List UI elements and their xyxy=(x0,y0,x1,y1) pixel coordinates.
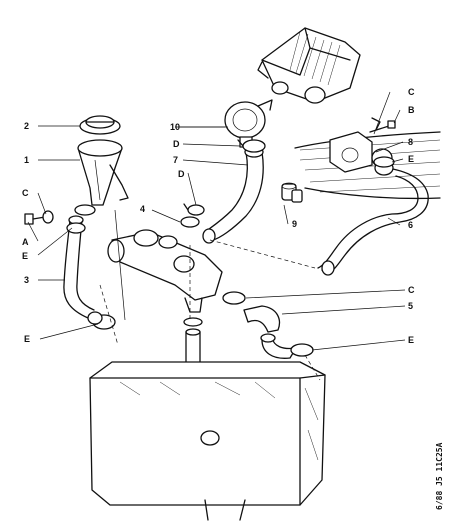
filler-neck-part-1 xyxy=(77,139,129,206)
callout-4: 4 xyxy=(140,204,145,214)
callout-c-right: C xyxy=(408,285,415,295)
plug-part-9 xyxy=(281,182,303,203)
callout-d-lower: D xyxy=(178,169,185,179)
hose-clamp-e-bottom-left xyxy=(87,311,116,330)
callout-10: 10 xyxy=(170,122,180,132)
hose-clamp-part-4 xyxy=(180,216,200,228)
hose-clamp-c-right xyxy=(222,291,246,305)
callout-e-right-top: E xyxy=(408,154,414,164)
callout-5: 5 xyxy=(408,301,413,311)
callout-e-bottom: E xyxy=(24,334,30,344)
hose-clamp-d-lower xyxy=(183,203,205,216)
hose-clamp-e-right-bottom xyxy=(290,343,314,357)
hose-clamp-c-left xyxy=(74,204,96,216)
hose-part-3 xyxy=(63,215,95,319)
hose-part-5 xyxy=(243,305,297,359)
engine-block xyxy=(89,361,326,521)
callout-2: 2 xyxy=(24,121,29,131)
callout-7: 7 xyxy=(173,155,178,165)
callout-e-left: E xyxy=(22,251,28,261)
callout-1: 1 xyxy=(24,155,29,165)
callout-c-top: C xyxy=(408,87,415,97)
callout-3: 3 xyxy=(24,275,29,285)
assembly-guide-lines xyxy=(99,209,321,381)
water-pipe-part-4 xyxy=(107,229,223,313)
intake-manifold-housing xyxy=(257,27,361,104)
hose-clamp-e-right xyxy=(373,156,395,168)
bolt-part-b xyxy=(369,120,396,133)
hose-part-7 xyxy=(202,146,264,244)
hose-clamp-e-left xyxy=(66,222,86,234)
callout-leaders xyxy=(27,91,406,351)
callout-6: 6 xyxy=(408,220,413,230)
filler-cap-part-2 xyxy=(79,115,121,135)
callout-e-right-bottom: E xyxy=(408,335,414,345)
washer-part-c-left xyxy=(42,210,54,224)
callout-c-left: C xyxy=(22,188,29,198)
callout-a: A xyxy=(22,237,29,247)
callout-b: B xyxy=(408,105,415,115)
reference-stamp: 6/88 J5 11C25A xyxy=(435,442,444,510)
callout-d-upper: D xyxy=(173,139,180,149)
callout-8: 8 xyxy=(408,137,413,147)
callout-9: 9 xyxy=(292,219,297,229)
hose-clamp-d-upper xyxy=(237,139,266,153)
